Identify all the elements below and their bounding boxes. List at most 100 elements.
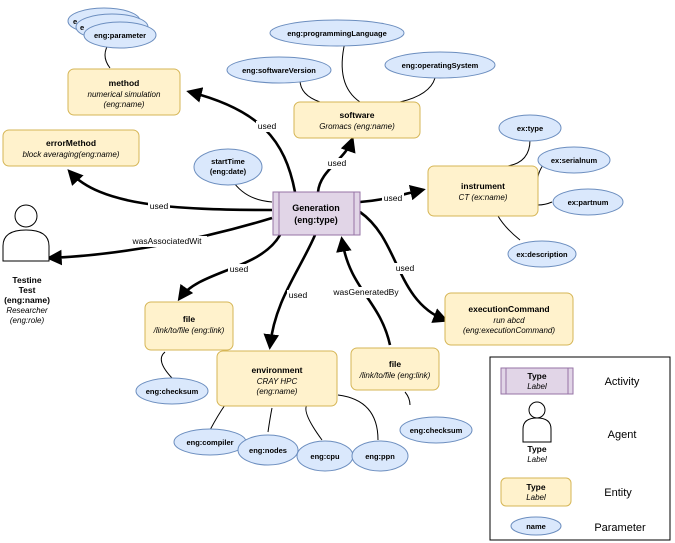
- entity-file-left: file /link/to/file (eng:link): [144, 301, 234, 351]
- svg-text:/link/to/file (eng:link): /link/to/file (eng:link): [359, 371, 431, 380]
- param-description: [507, 240, 577, 268]
- entity-execution-command: executionCommand run abcd (eng:execution…: [444, 292, 574, 346]
- legend-agent-head-icon: [528, 401, 546, 419]
- label-used-instrument: used: [384, 193, 403, 203]
- svg-text:environment: environment: [251, 365, 302, 375]
- legend-agent-body-icon: [522, 417, 552, 443]
- entity-error-method: errorMethod block averaging(eng:name): [2, 129, 140, 167]
- svg-text:/link/to/file (eng:link): /link/to/file (eng:link): [153, 326, 225, 335]
- svg-text:block averaging(eng:name): block averaging(eng:name): [23, 150, 120, 159]
- svg-text:(eng:type): (eng:type): [294, 215, 338, 225]
- svg-text:Label: Label: [527, 455, 547, 464]
- legend-parameter: name Parameter: [510, 516, 646, 536]
- edge-used-environment: [263, 234, 317, 350]
- label-was-associated-with: wasAssociatedWit: [132, 236, 203, 246]
- entity-instrument: instrument CT (ex:name): [427, 165, 539, 217]
- svg-text:errorMethod: errorMethod: [46, 138, 96, 148]
- activity-generation: Generation (eng:type): [272, 191, 361, 236]
- svg-text:Agent: Agent: [608, 429, 637, 441]
- entity-software: software Gromacs (eng:name): [293, 101, 421, 139]
- edge-labels: used used used used wasAssociatedWit use…: [127, 121, 416, 301]
- svg-text:ex:serialnum: ex:serialnum: [551, 156, 598, 165]
- parameters: eng:programmingLanguage eng:softwareVers…: [135, 19, 624, 472]
- svg-text:Type: Type: [527, 444, 546, 454]
- svg-text:Generation: Generation: [292, 203, 340, 213]
- svg-text:name: name: [526, 522, 546, 531]
- legend-activity: Type Label Activity: [500, 367, 640, 395]
- entity-environment: environment CRAY HPC (eng:name): [216, 350, 338, 407]
- parameter-stack: e e eng:parameter: [67, 7, 157, 49]
- svg-text:ex:type: ex:type: [517, 124, 543, 133]
- param-operating-system: [384, 51, 496, 79]
- svg-text:eng:checksum: eng:checksum: [410, 426, 463, 435]
- svg-text:file: file: [183, 314, 196, 324]
- svg-text:eng:ppn: eng:ppn: [365, 452, 395, 461]
- svg-text:Parameter: Parameter: [594, 522, 646, 534]
- param-ppn: [351, 440, 409, 472]
- entity-file-right: file /link/to/file (eng:link): [350, 347, 440, 391]
- svg-text:(eng:name): (eng:name): [4, 295, 50, 305]
- svg-text:CT (ex:name): CT (ex:name): [459, 193, 508, 202]
- svg-text:method: method: [109, 78, 140, 88]
- svg-text:Researcher: Researcher: [6, 306, 48, 315]
- label-used-execution: used: [396, 263, 415, 273]
- svg-text:file: file: [389, 359, 402, 369]
- svg-text:Label: Label: [526, 493, 546, 502]
- svg-text:eng:softwareVersion: eng:softwareVersion: [242, 66, 316, 75]
- svg-text:Type: Type: [527, 371, 546, 381]
- svg-text:(eng:date): (eng:date): [210, 167, 247, 176]
- param-stack-back2: e: [80, 23, 84, 32]
- svg-text:Activity: Activity: [605, 376, 640, 388]
- svg-text:(eng:name): (eng:name): [104, 100, 145, 109]
- param-stack-back1: e: [73, 17, 77, 26]
- agent-body-icon: [2, 229, 50, 262]
- param-start-time: [193, 148, 263, 186]
- agent-head-icon: [14, 204, 38, 228]
- svg-text:Gromacs (eng:name): Gromacs (eng:name): [319, 122, 395, 131]
- svg-text:Entity: Entity: [604, 487, 632, 499]
- param-software-version: [226, 56, 332, 84]
- param-parameter: [83, 21, 157, 49]
- svg-text:run abcd: run abcd: [493, 316, 525, 325]
- svg-text:Test: Test: [19, 285, 36, 295]
- svg-text:(eng:name): (eng:name): [257, 387, 298, 396]
- svg-text:eng:operatingSystem: eng:operatingSystem: [402, 61, 479, 70]
- svg-text:ex:description: ex:description: [516, 250, 568, 259]
- svg-text:eng:cpu: eng:cpu: [310, 452, 340, 461]
- svg-text:executionCommand: executionCommand: [468, 304, 549, 314]
- legend: Type Label Activity Type Label Agent Typ…: [489, 356, 671, 541]
- entity-method: method numerical simulation (eng:name): [67, 68, 181, 116]
- legend-agent: Type Label Agent: [522, 401, 637, 464]
- svg-text:eng:nodes: eng:nodes: [249, 446, 287, 455]
- legend-entity: Type Label Entity: [500, 477, 632, 507]
- label-used-file: used: [230, 264, 249, 274]
- svg-text:(eng:role): (eng:role): [10, 316, 45, 325]
- svg-text:instrument: instrument: [461, 181, 505, 191]
- label-used-method: used: [258, 121, 277, 131]
- param-nodes: [237, 434, 299, 466]
- param-programming-language: [269, 19, 405, 47]
- svg-text:CRAY HPC: CRAY HPC: [257, 377, 298, 386]
- svg-text:eng:checksum: eng:checksum: [146, 387, 199, 396]
- param-checksum-left: [135, 377, 209, 405]
- svg-text:ex:partnum: ex:partnum: [568, 198, 609, 207]
- label-used-software: used: [328, 158, 347, 168]
- svg-text:(eng:executionCommand): (eng:executionCommand): [463, 326, 555, 335]
- label-used-error: used: [150, 201, 169, 211]
- svg-text:Label: Label: [527, 382, 547, 391]
- param-serialnum: [537, 146, 611, 174]
- svg-text:Testine: Testine: [12, 275, 41, 285]
- agent-testine: Testine Test (eng:name) Researcher (eng:…: [2, 204, 50, 325]
- label-used-environment: used: [289, 290, 308, 300]
- svg-text:numerical simulation: numerical simulation: [88, 90, 161, 99]
- svg-text:eng:programmingLanguage: eng:programmingLanguage: [287, 29, 387, 38]
- svg-text:eng:compiler: eng:compiler: [186, 438, 233, 447]
- param-type: [498, 114, 562, 142]
- svg-text:startTime: startTime: [211, 157, 245, 166]
- svg-text:software: software: [340, 110, 375, 120]
- param-parameter-text: eng:parameter: [94, 31, 146, 40]
- svg-text:Type: Type: [526, 482, 545, 492]
- param-partnum: [552, 188, 624, 216]
- edge-used-error: [67, 169, 273, 212]
